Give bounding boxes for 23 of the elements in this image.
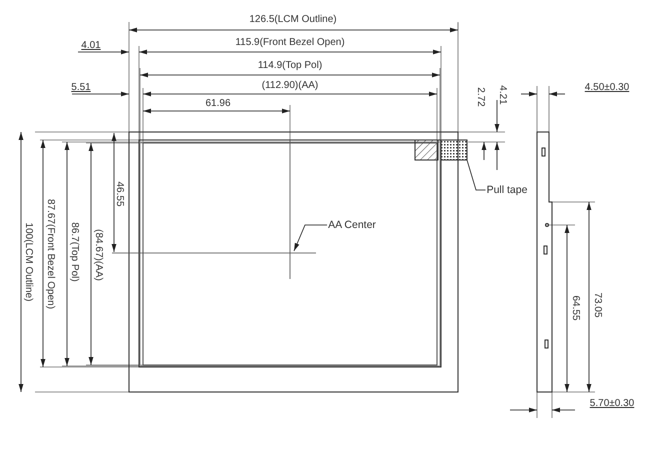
leader-line — [466, 160, 486, 190]
dimension-label: 4.01 — [81, 40, 101, 52]
dimension-label: 64.55 — [569, 295, 581, 321]
dimension-label: 115.9(Front Bezel Open) — [235, 37, 345, 49]
dimension-label: 5.51 — [71, 82, 91, 94]
dimension-label: 126.5(LCM Outline) — [249, 14, 337, 26]
pull-tape-tab — [440, 140, 468, 160]
callout-text: Pull tape — [486, 184, 528, 196]
dimension-label: 4.50±0.30 — [584, 82, 630, 94]
dimension-label: 86.7(Top Pol) — [68, 222, 80, 282]
dimension-label: (84.67)(AA) — [92, 229, 104, 281]
dimension-label: 61.96 — [205, 98, 231, 110]
dimension-label: 114.9(Top Pol) — [258, 60, 322, 72]
dimension-label: 100(LCM Outline) — [22, 222, 34, 302]
dimension-label: 2.72 — [474, 87, 486, 107]
dimension-label: 87.67(Front Bezel Open) — [44, 198, 56, 310]
leader-line — [294, 224, 328, 252]
dimension-label: 73.05 — [591, 292, 603, 318]
dimension-label: 4.21 — [496, 85, 508, 105]
dimension-label: (112.90)(AA) — [262, 80, 318, 92]
dimension-label: 46.55 — [113, 181, 125, 207]
dimension-label: 5.70±0.30 — [590, 398, 634, 410]
callout-text: AA Center — [328, 219, 376, 231]
